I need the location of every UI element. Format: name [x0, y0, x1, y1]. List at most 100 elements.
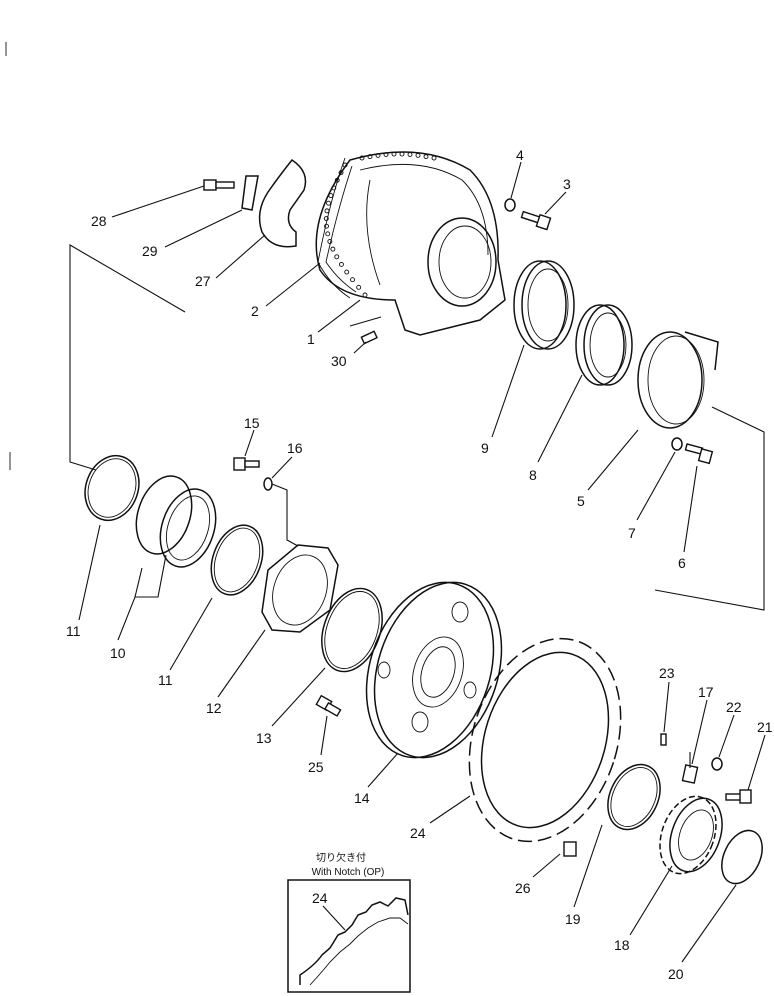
callout-4: 4	[516, 147, 524, 163]
bolt-hole	[331, 185, 337, 191]
ring-part-8	[575, 304, 633, 386]
washer-part-7	[671, 437, 683, 451]
leader-lines	[78, 161, 766, 963]
o-ring-part-11-middle	[210, 524, 264, 596]
pin-part-30	[360, 330, 378, 345]
bolt-part-3	[520, 210, 552, 231]
bolt-hole	[375, 152, 381, 158]
bolt-part-15	[233, 457, 260, 471]
callout-27: 27	[195, 273, 211, 289]
bolt-part-6	[684, 443, 714, 465]
notch-option-inset: 切り欠き付 With Notch (OP) 24	[287, 851, 411, 993]
housing-part-1	[315, 151, 506, 336]
seal-part-10	[135, 475, 217, 568]
ring-part-9	[513, 260, 575, 350]
callout-28: 28	[91, 213, 107, 229]
bolt-hole	[407, 152, 413, 157]
bolt-hole	[415, 152, 421, 158]
bolt-hole	[356, 284, 362, 290]
callout-19: 19	[565, 911, 581, 927]
callout-1: 1	[307, 331, 315, 347]
bolt-hole	[359, 155, 365, 161]
callout-5: 5	[577, 493, 585, 509]
bolt-hole	[334, 254, 340, 260]
callout-25: 25	[308, 759, 324, 775]
bolt-hole	[350, 277, 355, 283]
bolt-hole	[334, 177, 340, 183]
bolt-part-28	[203, 179, 235, 191]
callout-29: 29	[142, 243, 158, 259]
inset-title-en: With Notch (OP)	[312, 867, 385, 878]
bolt-hole	[344, 269, 350, 275]
callout-23: 23	[659, 665, 675, 681]
bolt-hole	[324, 223, 329, 229]
assembly-guide-lines	[69, 244, 765, 768]
nut-part-26	[563, 841, 577, 857]
plate-part-27	[258, 158, 307, 248]
bolt-hole	[391, 151, 397, 157]
bolt-holes	[323, 151, 437, 298]
bolt-hole	[423, 154, 429, 160]
inset-callout-24: 24	[312, 890, 328, 906]
callout-7: 7	[628, 525, 636, 541]
bolt-hole	[362, 292, 368, 298]
bolt-hole	[367, 154, 373, 160]
callout-13: 13	[256, 730, 272, 746]
margin-marks	[5, 42, 11, 470]
washer-part-16	[263, 477, 273, 491]
bolt-hole	[327, 239, 333, 244]
callout-10: 10	[110, 645, 126, 661]
callout-6: 6	[678, 555, 686, 571]
gasket-part-2	[317, 157, 357, 299]
callout-9: 9	[481, 440, 489, 456]
hub-part-14	[365, 581, 503, 759]
callout-24: 24	[410, 825, 426, 841]
callout-3: 3	[563, 176, 571, 192]
callout-17: 17	[698, 684, 714, 700]
bolt-hole	[383, 152, 389, 157]
lock-plate-part-29	[241, 175, 259, 211]
callout-26: 26	[515, 880, 531, 896]
sprocket-segment-part-24	[468, 637, 622, 843]
callout-12: 12	[206, 700, 222, 716]
bolt-hole	[325, 231, 331, 237]
inset-frame	[287, 879, 411, 993]
callout-2: 2	[251, 303, 259, 319]
bolt-hole	[399, 151, 405, 157]
callout-11-middle: 11	[158, 672, 173, 688]
callout-22: 22	[726, 699, 742, 715]
callout-20: 20	[668, 966, 684, 982]
bolt-hole	[326, 200, 331, 206]
washer-part-4	[504, 198, 516, 212]
seal-part-5	[637, 331, 719, 429]
callout-21: 21	[757, 719, 773, 735]
bolt-hole	[338, 170, 344, 176]
callout-11-left: 11	[66, 623, 81, 639]
callout-18: 18	[614, 937, 630, 953]
callout-8: 8	[529, 467, 537, 483]
bolt-hole	[342, 162, 348, 168]
nut-part-18	[659, 795, 723, 875]
bolt-hole	[330, 246, 336, 252]
washer-part-22	[711, 757, 723, 771]
bolt-hole	[324, 208, 330, 214]
bolt-hole	[323, 216, 329, 221]
callout-14: 14	[354, 790, 370, 806]
o-ring-part-19	[607, 763, 661, 831]
inset-title-jp: 切り欠き付	[316, 851, 366, 864]
o-ring-part-11-left	[84, 454, 140, 522]
bolt-hole	[431, 155, 437, 161]
callout-15: 15	[244, 415, 260, 431]
bolt-part-25	[315, 694, 342, 717]
callout-labels: 1 2 3 4 5 6 7 8 9 10 11 11 12 13 14 15 1…	[66, 147, 773, 982]
bolt-part-21	[725, 789, 752, 804]
lock-part-17	[681, 764, 699, 784]
callout-30: 30	[331, 353, 347, 369]
retainer-part-12	[261, 544, 339, 633]
bolt-hole	[338, 261, 344, 267]
o-ring-part-13	[321, 587, 383, 673]
callout-16: 16	[287, 440, 303, 456]
bolt-hole	[328, 193, 334, 199]
